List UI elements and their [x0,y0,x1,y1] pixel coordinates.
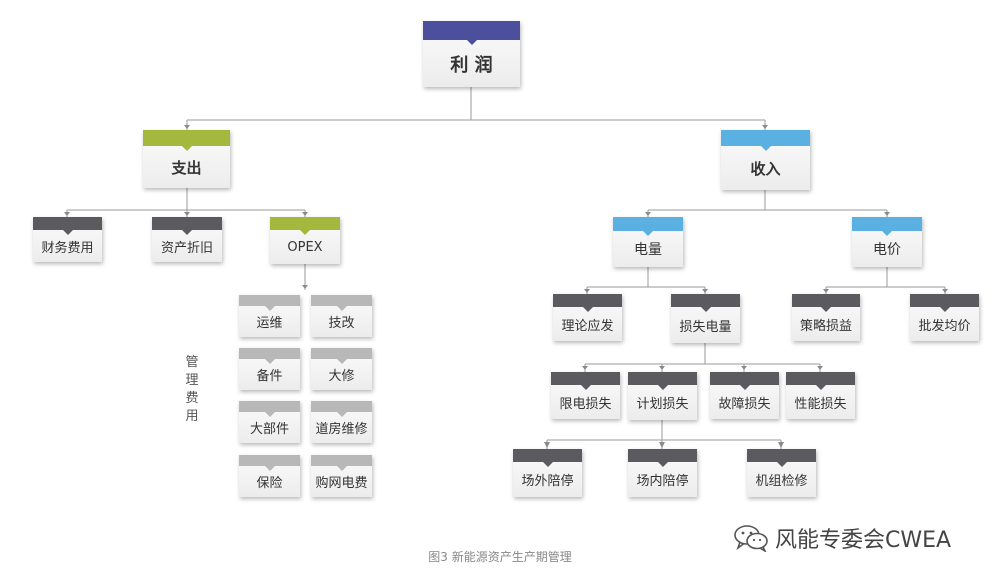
node-ops-maint: 运维 [239,295,300,337]
node-label: 大部件 [249,422,289,437]
node-label: 故障损失 [718,396,771,412]
node-label: 机组检修 [755,474,808,489]
node-unit-maintenance: 机组检修 [747,449,816,497]
node-fault-loss: 故障损失 [710,372,779,419]
node-curtailment-loss: 限电损失 [551,372,620,419]
node-label: 场内陪停 [636,474,689,489]
node-lost-energy: 损失电量 [671,294,740,343]
node-overhaul: 大修 [311,348,372,390]
node-label: 性能损失 [794,396,847,412]
node-approved-price: 批发均价 [910,294,979,341]
node-label: 保险 [256,476,283,491]
node-label: 运维 [256,316,283,331]
management-cost-label: 管理费用 [185,355,199,424]
node-tech-upgrade: 技改 [311,295,372,337]
node-label: 电价 [873,242,901,258]
node-label: 批发均价 [918,318,971,334]
node-strategy-gain: 策略损益 [792,294,860,341]
node-spare-parts: 备件 [239,348,300,390]
node-price: 电价 [852,217,922,267]
node-profit: 利 润 [423,21,520,87]
node-label: 限电损失 [559,396,612,412]
node-label: 购网电费 [315,476,368,491]
node-label: 道房维修 [315,422,368,437]
node-label: 收入 [750,159,781,178]
node-label: 电量 [634,242,662,258]
node-grid-power-fee: 购网电费 [311,455,372,497]
node-label: 损失电量 [679,319,732,335]
node-finance-cost: 财务费用 [33,217,102,262]
node-label: 大修 [328,369,355,384]
node-performance-loss: 性能损失 [786,372,855,419]
node-label: 资产折旧 [160,240,213,256]
node-depreciation: 资产折旧 [152,217,222,262]
node-planned-loss: 计划损失 [628,372,697,420]
node-theoretical-generation: 理论应发 [553,294,622,341]
node-label: 技改 [328,316,355,331]
node-label: 理论应发 [561,318,614,334]
watermark-text: 风能专委会CWEA [775,528,952,553]
node-label: 支出 [171,158,202,177]
node-external-outage: 场外陪停 [513,449,582,497]
node-income: 收入 [721,130,810,190]
node-label: 财务费用 [41,240,94,256]
node-label: 场外陪停 [521,474,574,489]
node-label: 计划损失 [636,397,689,412]
node-opex: OPEX [270,217,340,264]
figure-caption: 图3 新能源资产生产期管理 [428,550,572,564]
node-major-parts: 大部件 [239,401,300,443]
node-label: 利 润 [450,54,493,76]
node-road-housing-repair: 道房维修 [311,401,372,443]
wechat-icon [734,525,768,552]
node-label: 策略损益 [799,318,852,334]
node-expense: 支出 [143,130,230,188]
node-internal-outage: 场内陪停 [628,449,697,497]
node-label: OPEX [287,239,323,255]
watermark: 风能专委会CWEA [733,522,951,554]
node-insurance: 保险 [239,455,300,497]
node-energy: 电量 [613,217,683,267]
node-label: 备件 [256,369,283,384]
